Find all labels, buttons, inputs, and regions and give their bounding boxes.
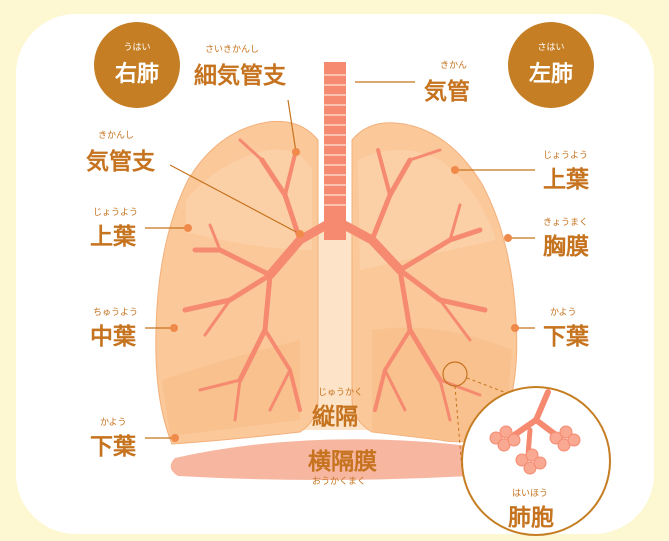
bronchiole-reading: さいきかんし [205,42,259,55]
badge-right-lung-reading: うはい [94,40,180,53]
badge-left-lung-reading: さはい [508,40,594,53]
lower-right-lobe-label: 下葉 [90,427,136,461]
diaphragm-reading: おうかくまく [312,474,366,487]
mediastinum-label: 縦隔 [312,397,358,431]
badge-left-lung: さはい 左肺 [508,22,594,108]
bronchus-label: 気管支 [86,142,155,176]
alveoli-label: 肺胞 [508,498,554,532]
upper-right-lobe-label: 上葉 [90,217,136,251]
pleura-label: 胸膜 [543,227,589,261]
diaphragm-label: 横隔膜 [308,442,377,476]
trachea-label: 気管 [424,72,470,106]
trachea-reading: きかん [440,58,467,71]
badge-left-lung-text: 左肺 [508,56,594,88]
badge-right-lung-text: 右肺 [94,56,180,88]
middle-lobe-label: 中葉 [90,317,136,351]
badge-right-lung: うはい 右肺 [94,22,180,108]
bronchus-reading: きかんし [98,128,134,141]
upper-left-lobe-label: 上葉 [543,160,589,194]
lower-left-lobe-label: 下葉 [543,317,589,351]
bronchiole-label: 細気管支 [194,56,286,90]
trachea-shape [324,62,346,240]
